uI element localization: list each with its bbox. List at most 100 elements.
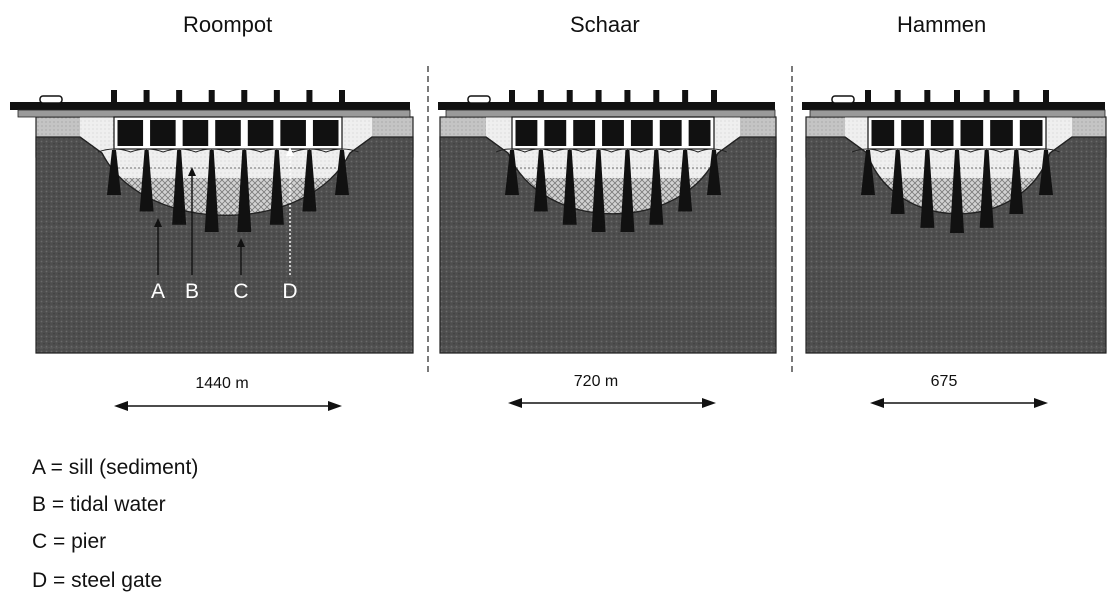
width-dimension-arrow — [114, 401, 342, 411]
deck-beam — [17, 109, 411, 118]
steel-gate — [182, 120, 209, 146]
pier-post — [682, 90, 689, 104]
pier-post — [273, 90, 280, 104]
pier — [920, 150, 935, 228]
legend-item-b: B = tidal water — [32, 493, 166, 516]
marker-d: D — [282, 147, 298, 303]
pier-post — [537, 90, 544, 104]
steel-gate — [215, 120, 241, 146]
marker-c: C — [233, 238, 249, 303]
pier — [950, 150, 964, 233]
section-title-roompot: Roompot — [183, 12, 273, 37]
pier — [1009, 150, 1024, 214]
pier — [237, 150, 252, 233]
section-title-hammen: Hammen — [897, 12, 987, 37]
pier-post — [241, 90, 248, 104]
pier — [139, 150, 154, 212]
steel-gate — [602, 120, 624, 146]
marker-label: C — [233, 280, 248, 303]
marker-a: A — [151, 218, 165, 303]
arrow-head-left — [870, 398, 884, 408]
pier — [505, 150, 519, 195]
pier-post — [924, 90, 931, 104]
steel-gate — [150, 120, 176, 146]
section-title-schaar: Schaar — [570, 12, 640, 37]
pier-post — [208, 90, 215, 104]
marker-b: B — [185, 167, 199, 303]
marker-label: A — [151, 280, 165, 303]
legend-item-a: A = sill (sediment) — [32, 456, 199, 479]
width-dimension-arrow — [870, 398, 1048, 408]
gate-frame — [867, 116, 1047, 150]
pier-post — [1013, 90, 1020, 104]
steel-gate — [573, 120, 596, 146]
steel-gate — [659, 120, 682, 146]
pier — [678, 150, 693, 212]
pier — [707, 150, 721, 195]
pier — [562, 150, 577, 225]
steel-gate — [901, 120, 924, 146]
steel-gate — [312, 120, 339, 146]
pier — [591, 150, 606, 233]
road-deck — [438, 102, 775, 110]
marker-arrowhead — [154, 218, 162, 227]
steel-gate — [871, 120, 895, 146]
barrier-section-schaar — [438, 90, 777, 354]
steel-gate — [960, 120, 984, 146]
marker-arrowhead — [237, 238, 245, 247]
marker-arrowhead — [286, 147, 294, 156]
arrow-head-right — [1034, 398, 1048, 408]
steel-gate — [280, 120, 306, 146]
steel-gate — [630, 120, 653, 146]
pier-post — [954, 90, 960, 104]
barrier-section-hammen — [802, 90, 1107, 354]
pier-post — [111, 90, 117, 104]
pier-post — [983, 90, 990, 104]
steel-gate — [688, 120, 711, 146]
pier-post — [306, 90, 313, 104]
steel-gate — [247, 120, 274, 146]
pier-post — [711, 90, 717, 104]
pier-post — [509, 90, 515, 104]
pier-post — [653, 90, 660, 104]
pier — [107, 150, 121, 195]
pier — [302, 150, 317, 212]
arrow-head-right — [702, 398, 716, 408]
water-surface — [851, 148, 1060, 153]
pier — [979, 150, 994, 228]
pier — [620, 150, 635, 233]
steel-gate — [117, 120, 144, 146]
legend-item-d: D = steel gate — [32, 569, 163, 592]
water-surface — [97, 148, 359, 153]
legend-item-c: C = pier — [32, 530, 107, 553]
steel-gate — [930, 120, 954, 146]
steel-gate — [1019, 120, 1043, 146]
width-label-roompot: 1440 m — [195, 375, 248, 392]
pier-post — [176, 90, 183, 104]
marker-arrowhead — [188, 167, 196, 176]
road-deck — [802, 102, 1105, 110]
road-deck — [10, 102, 410, 110]
pier — [335, 150, 349, 195]
marker-label: B — [185, 280, 199, 303]
width-label-hammen: 675 — [931, 373, 958, 390]
pier-post — [624, 90, 631, 104]
vehicle-icon — [467, 95, 491, 104]
vehicle-icon — [831, 95, 855, 104]
deck-beam — [809, 109, 1106, 118]
barrier-section-roompot — [10, 90, 414, 354]
pier — [649, 150, 664, 225]
pier-post — [566, 90, 573, 104]
water-surface — [495, 148, 728, 153]
pier-post — [865, 90, 871, 104]
pier-post — [595, 90, 602, 104]
pier — [269, 150, 284, 225]
marker-label: D — [282, 280, 297, 303]
pier-post — [894, 90, 901, 104]
arrow-head-right — [328, 401, 342, 411]
channel-outline — [485, 136, 741, 215]
steel-gate — [515, 120, 538, 146]
pier-post — [143, 90, 150, 104]
pier — [172, 150, 187, 225]
